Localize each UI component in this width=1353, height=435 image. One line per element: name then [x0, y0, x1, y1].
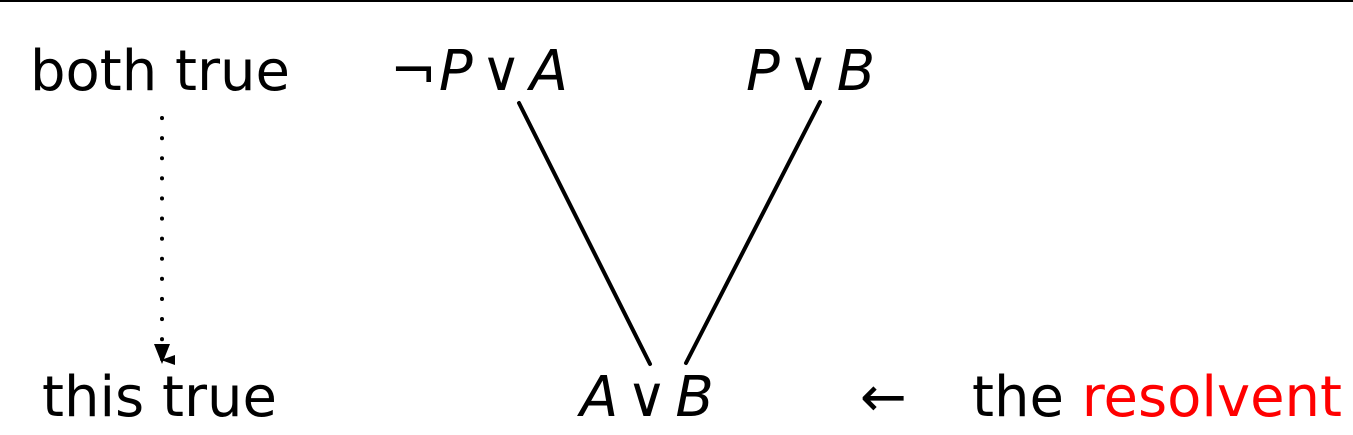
- premise-negp-or-a: ¬P∨A: [390, 44, 568, 100]
- conclusion-or-operator: ∨: [626, 365, 668, 430]
- premise-1-or-operator: ∨: [480, 39, 522, 104]
- left-arrow-icon: ←: [860, 365, 907, 430]
- premise-1-var2: A: [529, 39, 569, 104]
- premise-2-var1: P: [746, 39, 780, 104]
- arrowhead-icon: [154, 344, 170, 364]
- premise-p-or-b: P∨B: [746, 44, 875, 100]
- conclusion-var1: A: [580, 365, 619, 430]
- premise-2-var2: B: [836, 39, 876, 104]
- left-derivation-line: [517, 101, 652, 366]
- right-derivation-line: [684, 100, 822, 365]
- top-rule: [0, 0, 1353, 2]
- annotation-highlight: resolvent: [1081, 365, 1343, 430]
- conclusion-a-or-b: A∨B: [580, 370, 714, 426]
- resolvent-annotation: the resolvent: [972, 370, 1342, 426]
- negation-symbol: ¬: [390, 39, 437, 104]
- conclusion-var2: B: [675, 365, 714, 430]
- premise-1-var1: P: [438, 39, 473, 104]
- label-this-true: this true: [42, 365, 277, 430]
- premise-2-or-operator: ∨: [787, 39, 829, 104]
- annotation-prefix: the: [972, 365, 1064, 430]
- label-both-true: both true: [30, 39, 290, 104]
